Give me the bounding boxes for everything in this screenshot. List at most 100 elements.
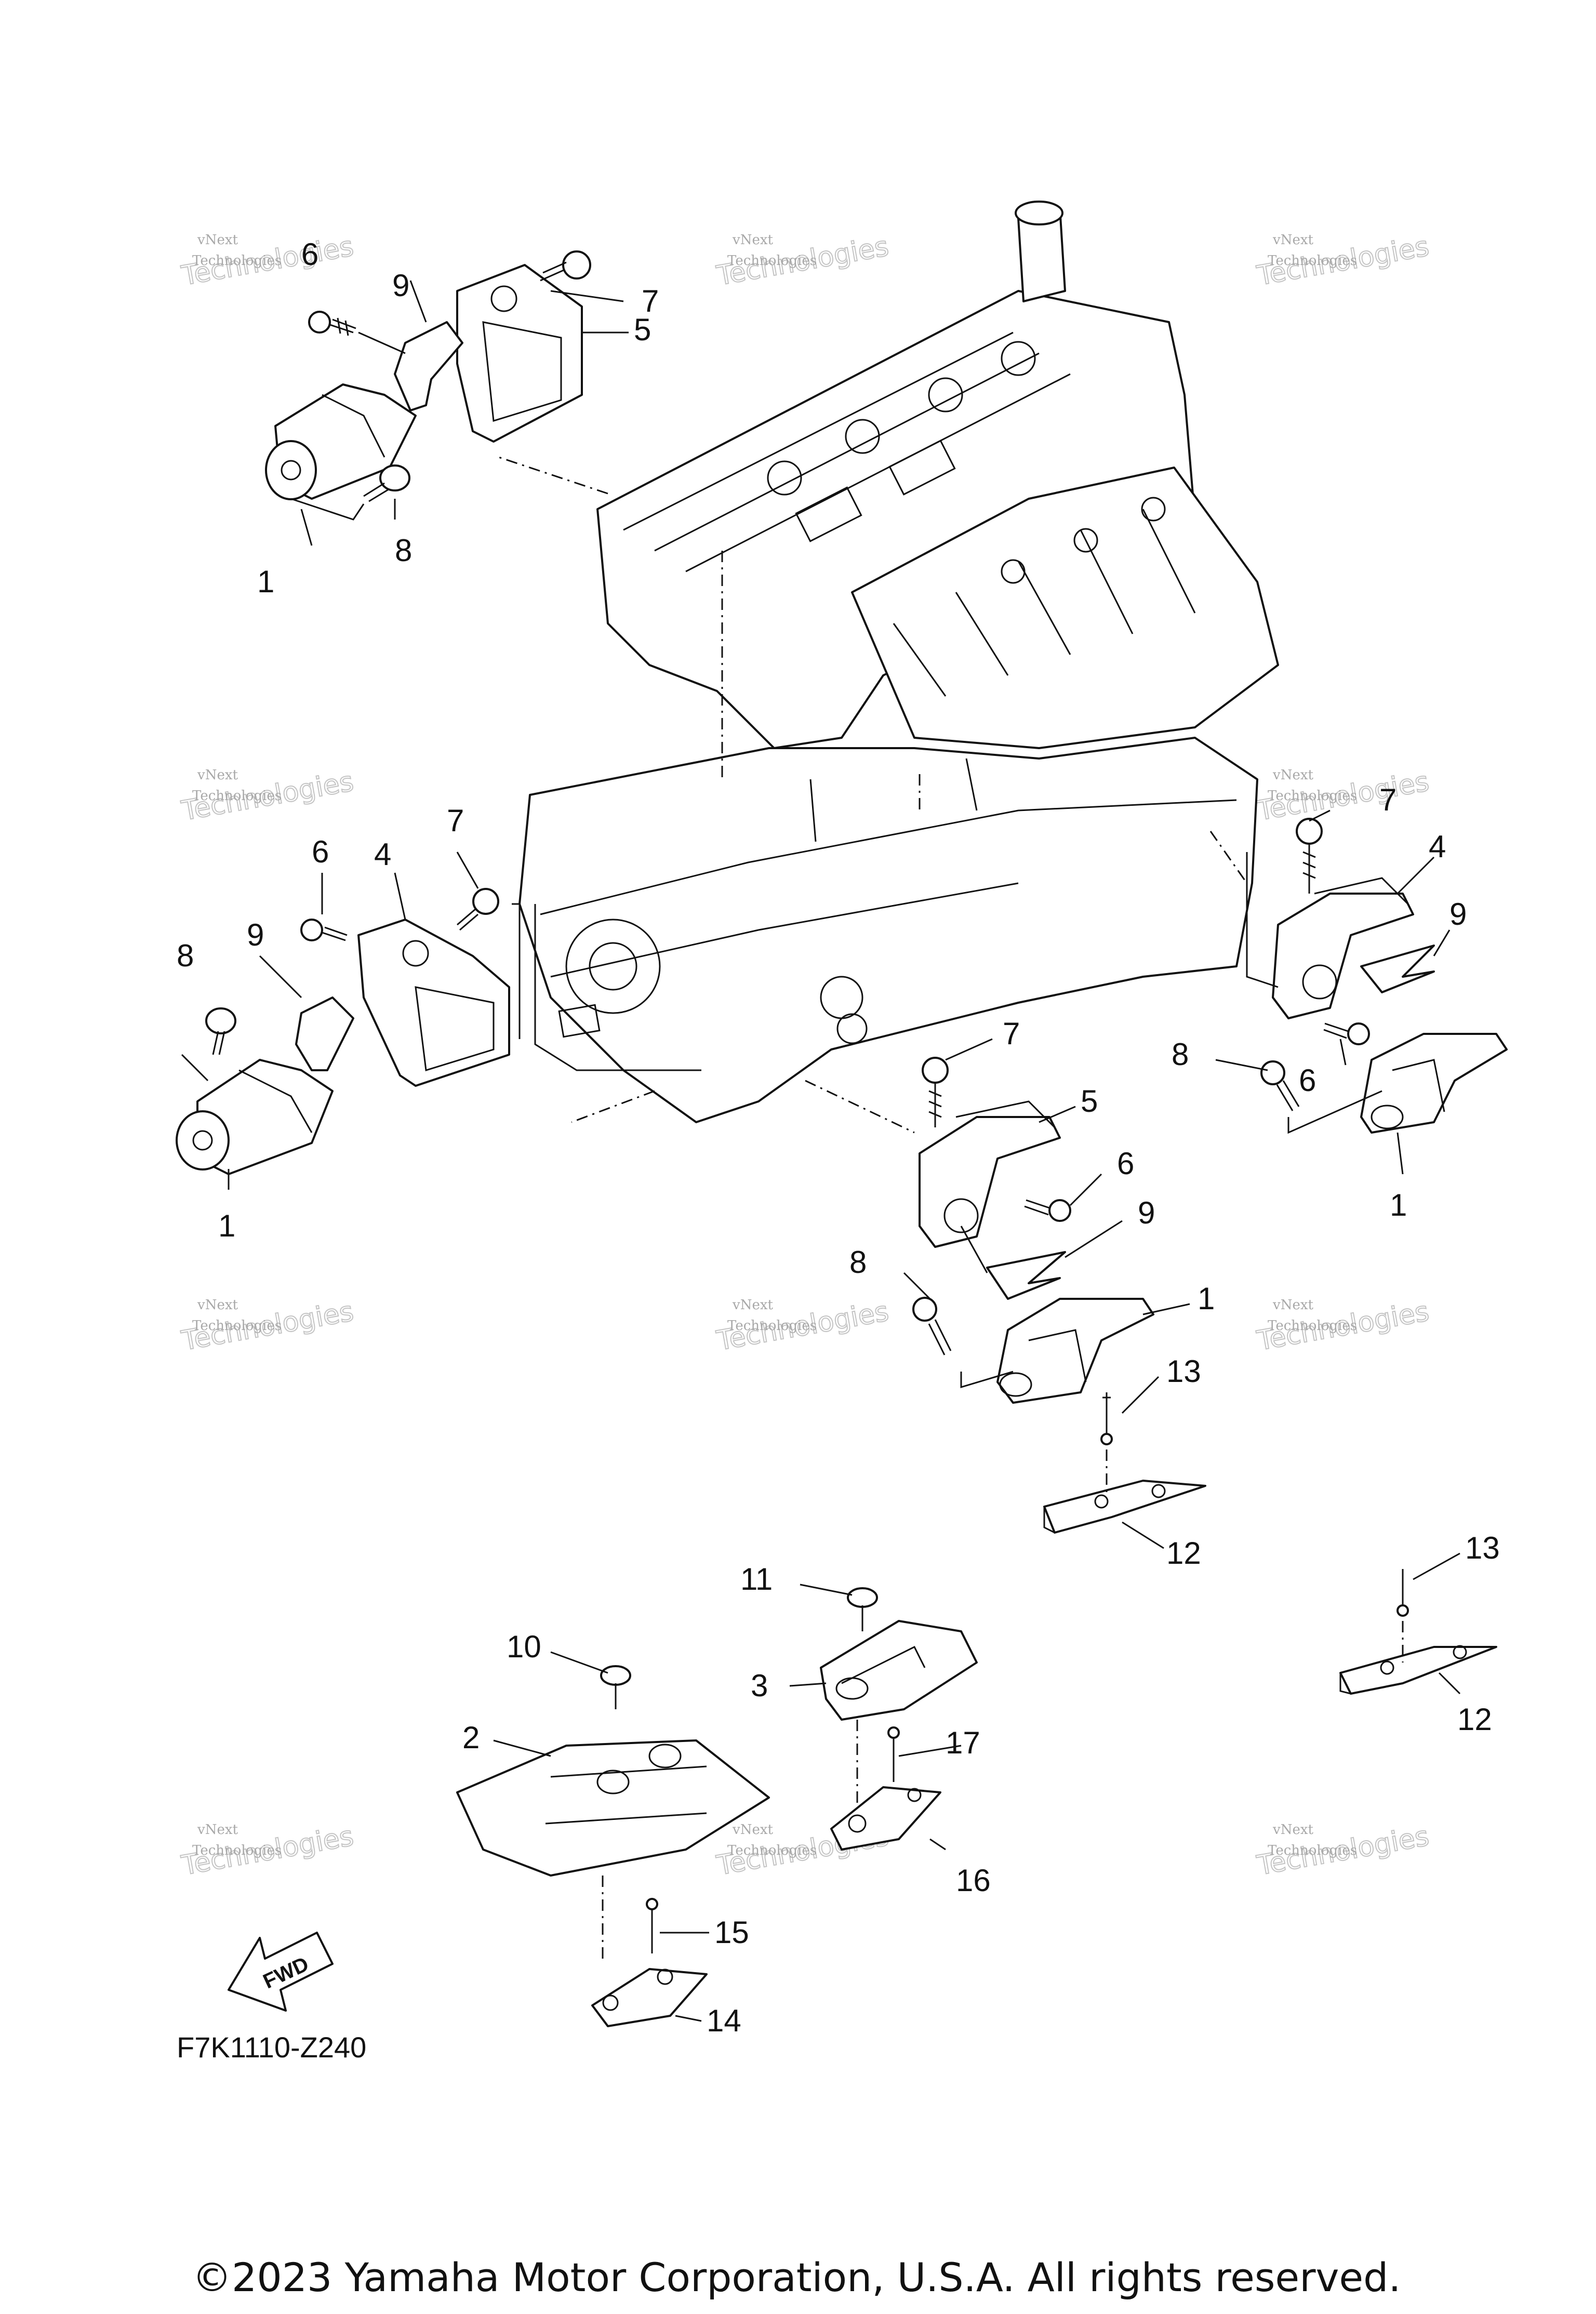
callout: 1 — [1390, 1188, 1407, 1222]
bolt-6 — [1024, 1199, 1071, 1222]
watermark: Technologies vNext Technologies — [1254, 230, 1432, 292]
callout: 7 — [1003, 1016, 1020, 1051]
callout: 8 — [849, 1245, 867, 1280]
svg-text:vNext: vNext — [1272, 232, 1313, 248]
bracket-3 — [820, 1620, 978, 1721]
svg-text:Technologies: Technologies — [727, 1843, 817, 1858]
svg-text:vNext: vNext — [1272, 767, 1313, 783]
svg-text:Technologies: Technologies — [192, 253, 282, 269]
svg-text:vNext: vNext — [197, 232, 238, 248]
bolt-8 — [1260, 1060, 1300, 1111]
copyright-notice: ©2023 Yamaha Motor Corporation, U.S.A. A… — [192, 2254, 1401, 2300]
callout: 7 — [447, 803, 464, 838]
watermark: Technologies vNext Technologies — [179, 1820, 356, 1882]
plate-16 — [830, 1786, 941, 1851]
svg-text:Technologies: Technologies — [1268, 1843, 1357, 1858]
bolt-7 — [457, 888, 499, 931]
svg-text:Technologies: Technologies — [727, 253, 817, 269]
callout: 6 — [1299, 1063, 1316, 1098]
mount-plate-12-lower — [1339, 1645, 1497, 1695]
svg-text:vNext: vNext — [732, 232, 773, 248]
callout: 7 — [1379, 782, 1396, 817]
engine-mount-rubber-1 — [265, 383, 417, 500]
engine-mount-rubber-1 — [996, 1298, 1154, 1404]
svg-text:vNext: vNext — [197, 1822, 238, 1838]
callout: 9 — [1138, 1195, 1155, 1230]
forward-arrow-icon: FWD — [228, 1932, 334, 2012]
plate-14 — [591, 1968, 708, 2027]
callout: 6 — [1117, 1146, 1134, 1181]
svg-text:vNext: vNext — [732, 1297, 773, 1313]
engine-mount-rubber-1 — [176, 1059, 334, 1175]
mount-assembly-center — [912, 1057, 1154, 1404]
callout: 6 — [312, 834, 329, 869]
watermark: Technologies vNext Technologies — [1254, 1820, 1432, 1882]
watermark: Technologies vNext Technologies — [1254, 1295, 1432, 1357]
mount-assembly-top-left — [265, 250, 591, 521]
callout: 17 — [946, 1725, 980, 1760]
rivet-13-lower — [1396, 1569, 1409, 1663]
bolt-6 — [300, 919, 348, 941]
svg-text:Technologies: Technologies — [192, 788, 282, 804]
callout: 1 — [257, 564, 274, 599]
engine-mount-rubber-1 — [1360, 1033, 1508, 1134]
svg-text:Technologies: Technologies — [192, 1318, 282, 1334]
watermark: Technologies vNext Technologies — [179, 765, 356, 827]
shim-9 — [986, 1251, 1066, 1300]
callout: 15 — [714, 1915, 749, 1950]
bolt-8 — [912, 1297, 952, 1355]
svg-text:Technologies: Technologies — [1268, 1318, 1357, 1334]
bolt-7 — [540, 250, 591, 282]
watermark: Technologies vNext Technologies — [714, 1295, 892, 1357]
rivet-17 — [887, 1726, 900, 1782]
callout: 9 — [247, 917, 264, 952]
bolt-7 — [922, 1057, 949, 1127]
callout: 9 — [1449, 897, 1467, 932]
svg-text:vNext: vNext — [197, 1297, 238, 1313]
callout: 12 — [1457, 1702, 1492, 1737]
screw-11 — [847, 1587, 878, 1631]
svg-text:vNext: vNext — [1272, 1297, 1313, 1313]
callout: 10 — [507, 1629, 541, 1664]
mount-plate-12-upper — [1043, 1480, 1206, 1534]
callout: 13 — [1465, 1531, 1500, 1565]
callout: 14 — [707, 2003, 741, 2038]
bolt-6 — [308, 311, 356, 336]
watermark: Technologies vNext Technologies — [714, 230, 892, 292]
callout: 4 — [1429, 829, 1446, 864]
svg-text:Technologies: Technologies — [1268, 253, 1357, 269]
callouts: 6 9 7 5 8 1 6 4 7 9 8 1 7 4 9 8 6 1 7 5 … — [177, 237, 1500, 2038]
cover-2 — [456, 1739, 770, 1877]
mount-bracket-4 — [357, 919, 510, 1087]
svg-text:vNext: vNext — [732, 1822, 773, 1838]
callout: 13 — [1166, 1354, 1201, 1389]
screw-10 — [600, 1665, 631, 1709]
callout: 12 — [1166, 1536, 1201, 1571]
callout: 8 — [395, 533, 412, 568]
shim-9 — [394, 321, 463, 411]
svg-text:Technologies: Technologies — [1268, 788, 1357, 804]
watermark: Technologies vNext Technologies — [179, 1295, 356, 1357]
leader-lines — [228, 280, 1461, 2022]
callout: 5 — [1081, 1084, 1098, 1119]
shim-9 — [1360, 945, 1435, 993]
callout: 7 — [642, 284, 659, 318]
callout: 8 — [1172, 1037, 1189, 1072]
watermark: Technologies vNext Technologies — [1254, 765, 1432, 827]
callout: 5 — [634, 312, 651, 347]
svg-text:Technologies: Technologies — [727, 1318, 817, 1334]
mount-assembly-right — [1246, 818, 1508, 1134]
callout: 2 — [462, 1720, 480, 1755]
callout: 6 — [301, 237, 318, 272]
callout: 8 — [177, 938, 194, 973]
callout: 1 — [1198, 1281, 1215, 1316]
bolt-8 — [205, 1007, 236, 1055]
shim-9 — [295, 996, 354, 1071]
svg-text:vNext: vNext — [1272, 1822, 1313, 1838]
watermark: Technologies vNext Technologies — [179, 230, 356, 292]
mount-bracket-5 — [456, 264, 583, 443]
mount-bracket-5 — [919, 1100, 1061, 1248]
svg-text:Technologies: Technologies — [192, 1843, 282, 1858]
callout: 4 — [374, 837, 391, 872]
